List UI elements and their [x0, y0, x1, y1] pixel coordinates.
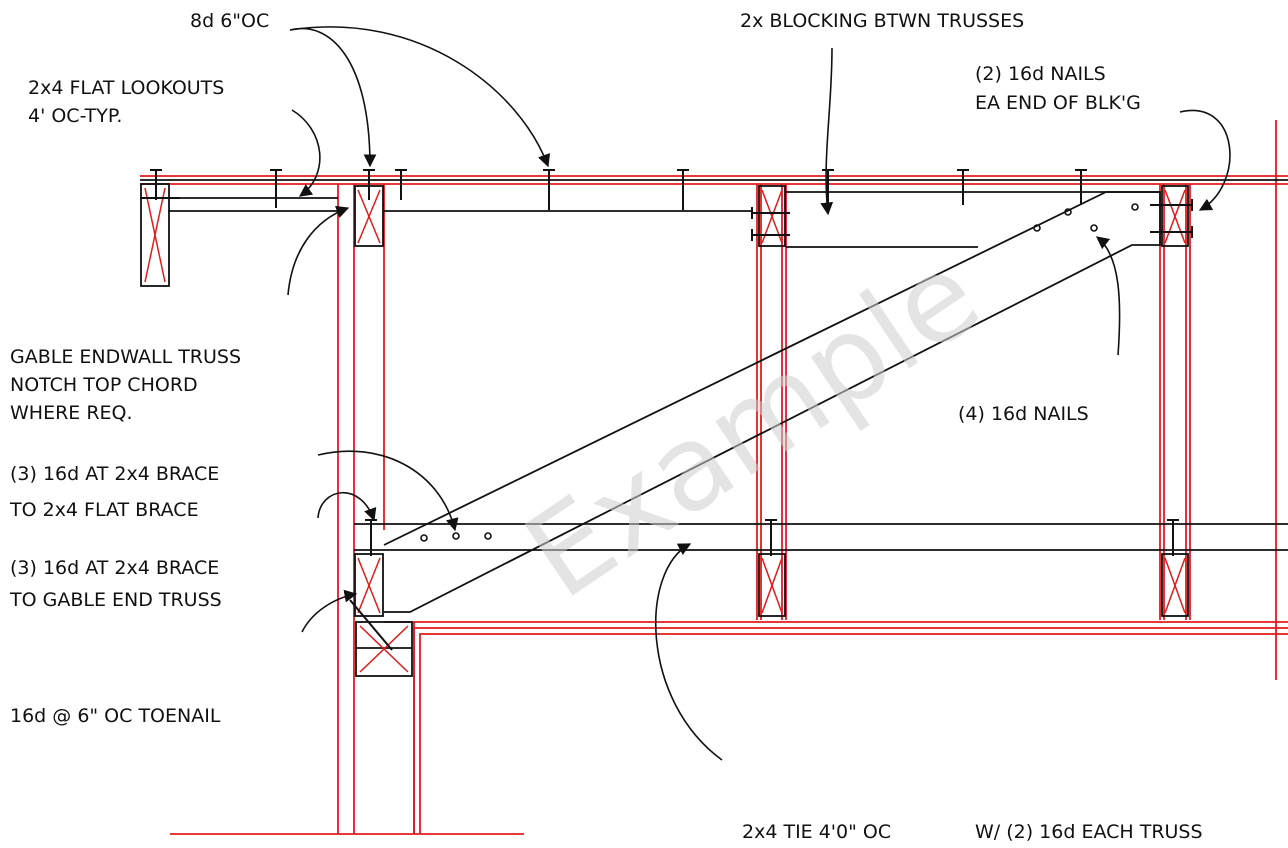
- label-flat-brace-2: TO 2x4 FLAT BRACE: [9, 499, 199, 521]
- crossed-block-right-top: [1161, 185, 1189, 247]
- nails: [140, 169, 1193, 556]
- label-gable-1: GABLE ENDWALL TRUSS: [10, 346, 241, 368]
- label-flat-brace-1: (3) 16d AT 2x4 BRACE: [10, 463, 219, 485]
- label-blkg-nails-2: EA END OF BLK'G: [975, 92, 1141, 114]
- label-lookouts-2: 4' OC-TYP.: [28, 105, 122, 127]
- label-lookouts-1: 2x4 FLAT LOOKOUTS: [28, 77, 224, 99]
- label-four-nails: (4) 16d NAILS: [958, 403, 1089, 425]
- crossed-block-gable-brace: [354, 553, 384, 617]
- label-gable-3: WHERE REQ.: [10, 402, 133, 424]
- label-tie-nails: W/ (2) 16d EACH TRUSS: [975, 821, 1203, 843]
- black-structure: [140, 179, 1288, 613]
- label-blocking: 2x BLOCKING BTWN TRUSSES: [740, 10, 1024, 32]
- example-watermark: Example: [501, 225, 1003, 626]
- red-framing: [140, 120, 1288, 835]
- nail-holes: [420, 203, 1139, 542]
- leader-arrows: [287, 26, 1231, 761]
- label-tie: 2x4 TIE 4'0" OC: [742, 821, 891, 843]
- label-gable-brace-2: TO GABLE END TRUSS: [9, 589, 222, 611]
- label-toenail: 16d @ 6" OC TOENAIL: [10, 705, 221, 727]
- annotations: 8d 6"OC 2x BLOCKING BTWN TRUSSES 2x4 FLA…: [9, 10, 1203, 843]
- label-blkg-nails-1: (2) 16d NAILS: [975, 63, 1106, 85]
- label-gable-2: NOTCH TOP CHORD: [10, 374, 198, 396]
- label-8d-nails: 8d 6"OC: [190, 10, 269, 32]
- crossed-block-right-low: [1161, 553, 1189, 617]
- crossed-top-plate: [349, 599, 413, 677]
- label-gable-brace-1: (3) 16d AT 2x4 BRACE: [10, 557, 219, 579]
